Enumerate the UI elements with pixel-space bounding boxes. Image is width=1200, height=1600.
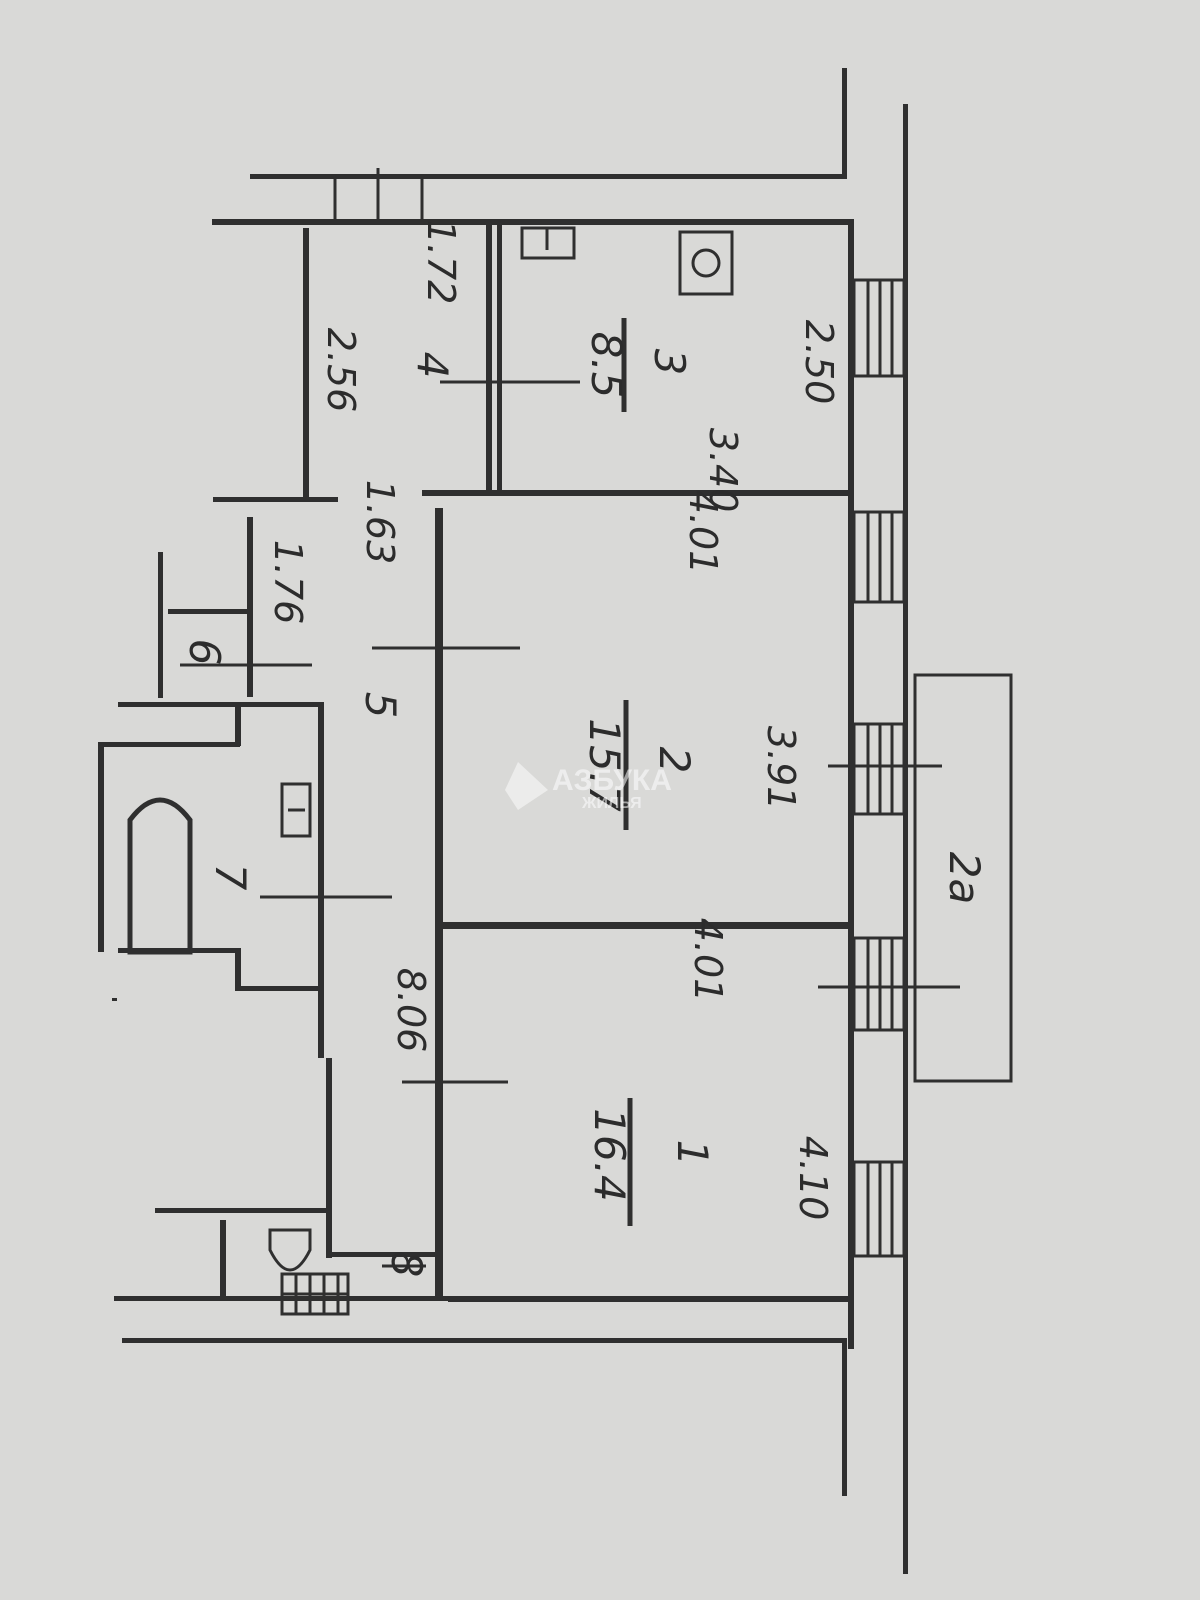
room-1-area: 16.4 xyxy=(585,1108,634,1202)
dim-3-40: 3.40 xyxy=(701,428,745,513)
balcony-2a xyxy=(913,673,1013,1083)
room-6-number: 6 xyxy=(180,639,229,666)
room-1-number: 1 xyxy=(668,1140,717,1167)
room-8-number: 8 xyxy=(382,1251,431,1278)
dim-3-91: 3.91 xyxy=(759,726,803,811)
door-ticks xyxy=(180,380,960,1268)
top-facade-ticks xyxy=(333,168,424,222)
dim-1-76: 1.76 xyxy=(266,540,310,625)
window-room-1-upper xyxy=(852,936,906,1032)
dim-8-06: 8.06 xyxy=(389,968,433,1053)
dim-2-50: 2.50 xyxy=(797,320,841,405)
room-3-number: 3 xyxy=(645,349,694,376)
room-7-number: 7 xyxy=(206,864,255,891)
room-4-number: 4 xyxy=(408,352,457,379)
window-room-3 xyxy=(852,278,906,378)
watermark-line1: АЗБУКА xyxy=(552,764,672,797)
room-3-area: 8.5 xyxy=(582,332,631,399)
dim-2-56: 2.56 xyxy=(319,328,363,413)
stove-icon xyxy=(678,230,734,296)
window-room-1-lower xyxy=(852,1160,906,1258)
radiator-icon xyxy=(280,1272,350,1316)
watermark: АЗБУКА ЖИЛЬЯ xyxy=(505,762,672,812)
watermark-logo-icon xyxy=(505,762,548,810)
window-room-2-upper xyxy=(852,510,906,604)
dim-4-10: 4.10 xyxy=(791,1136,835,1221)
bathtub-icon xyxy=(127,797,193,955)
room-5-number: 5 xyxy=(356,692,405,719)
outer-walls xyxy=(114,68,908,1574)
room-2-number: 2 xyxy=(650,747,699,774)
dim-1-72: 1.72 xyxy=(419,220,463,305)
dim-4-01-top: 4.01 xyxy=(681,490,725,575)
stove-burner-icon xyxy=(691,248,721,278)
window-room-2-lower xyxy=(852,722,906,816)
watermark-line2: ЖИЛЬЯ xyxy=(581,795,642,812)
bathroom-sink-icon xyxy=(280,782,312,838)
windows xyxy=(852,278,906,1258)
dim-1-63: 1.63 xyxy=(358,480,402,565)
room-2-area: 15.7 xyxy=(580,718,629,812)
interior-walls xyxy=(98,222,854,1300)
room-2a-number: 2a xyxy=(940,852,989,904)
fixtures xyxy=(127,226,734,1316)
dim-4-01-mid: 4.01 xyxy=(686,918,730,1003)
toilet-icon xyxy=(268,1228,312,1272)
